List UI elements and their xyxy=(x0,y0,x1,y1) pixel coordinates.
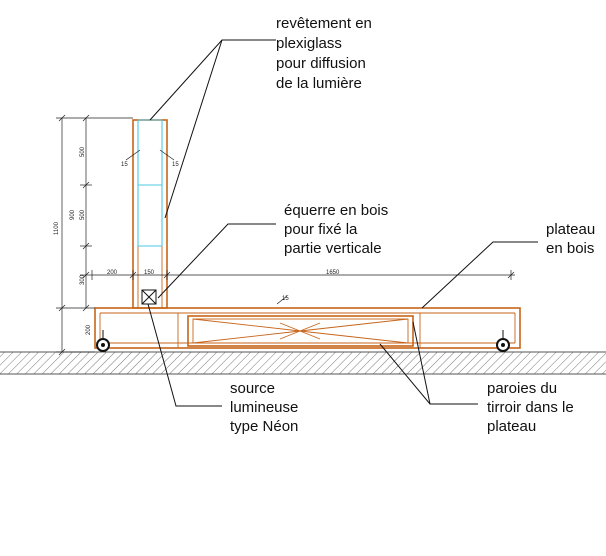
leader-lines xyxy=(147,39,538,407)
label-light-source-line-1: source xyxy=(230,380,275,397)
wall-thickness-markers xyxy=(125,149,288,305)
leader-source xyxy=(147,303,222,407)
label-bracket-line-2: pour fixé la xyxy=(284,221,358,238)
label-plexiglass-line-2: plexiglass xyxy=(276,35,342,52)
label-light-source: source lumineuse type Néon xyxy=(230,380,303,435)
label-bracket: équerre en bois pour fixé la partie vert… xyxy=(284,202,392,257)
dim-plateau-length: 1650 xyxy=(326,270,340,276)
label-plexiglass-line-4: de la lumière xyxy=(276,75,362,92)
dim-wall-right: 15 xyxy=(172,162,179,168)
label-plexiglass: revêtement en plexiglass pour diffusion … xyxy=(276,15,376,92)
plexiglass-panels xyxy=(137,119,163,247)
ground xyxy=(0,351,606,375)
leader-drawer-b xyxy=(412,321,431,405)
label-light-source-line-2: lumineuse xyxy=(230,399,298,416)
dim-wall-left: 15 xyxy=(121,162,128,168)
dim-seg-mid: 500 xyxy=(80,209,86,220)
label-plateau: plateau en bois xyxy=(546,221,599,257)
label-light-source-line-3: type Néon xyxy=(230,418,298,435)
dimension-labels: 1100 900 500 500 300 200 200 150 1650 15… xyxy=(54,146,340,335)
dim-plateau-wall: 15 xyxy=(282,296,289,302)
dim-seg-low: 300 xyxy=(80,274,86,285)
drawer xyxy=(187,315,414,347)
wheel-right xyxy=(496,330,510,352)
label-plexiglass-line-1: revêtement en xyxy=(276,15,372,32)
label-drawer-line-1: paroies du xyxy=(487,380,557,397)
label-bracket-line-3: partie verticale xyxy=(284,240,382,257)
label-plexiglass-line-3: pour diffusion xyxy=(276,55,366,72)
vertical-dimensions xyxy=(56,114,133,356)
label-plateau-line-2: en bois xyxy=(546,240,594,257)
leader-plexi-side xyxy=(164,39,223,219)
vertical-column xyxy=(132,119,168,309)
horizontal-dimensions xyxy=(91,270,515,280)
label-drawer-line-2: tirroir dans le xyxy=(487,399,574,416)
label-plateau-line-1: plateau xyxy=(546,221,595,238)
label-drawer-line-3: plateau xyxy=(487,418,536,435)
wheel-left xyxy=(96,330,110,352)
dim-mid-height: 900 xyxy=(70,209,76,220)
label-drawer: paroies du tirroir dans le plateau xyxy=(487,380,578,435)
dim-seg-top: 500 xyxy=(80,146,86,157)
label-bracket-line-1: équerre en bois xyxy=(284,202,388,219)
neon-light-source xyxy=(141,289,157,305)
dim-left-offset: 200 xyxy=(107,270,118,276)
dim-seg-base: 200 xyxy=(86,324,92,335)
leader-bracket xyxy=(157,223,276,299)
leader-plexi-top xyxy=(149,39,276,121)
leader-plateau xyxy=(421,241,538,309)
dim-total-height: 1100 xyxy=(54,221,60,235)
dim-column-width: 150 xyxy=(144,270,155,276)
